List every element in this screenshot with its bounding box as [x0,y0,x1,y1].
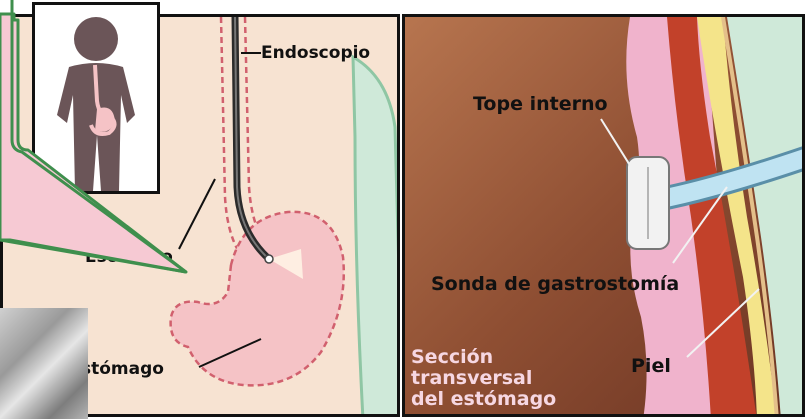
skin-label: Piel [631,355,671,377]
cross-section-label: Sección transversal del estómago [411,347,556,410]
internal-bumper-label: Tope interno [473,93,608,115]
cross-section-panel: Tope interno Sonda de gastrostomía Piel … [402,14,805,417]
xray-thumbnail-icon [0,308,88,419]
gastrostomy-tube-label: Sonda de gastrostomía [431,273,679,295]
